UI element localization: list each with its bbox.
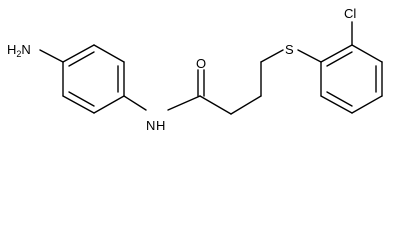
carbonyl-oxygen-label: O [196, 56, 206, 71]
amine-label: H2N [7, 42, 31, 59]
bond [62, 95, 95, 114]
amine-bond [39, 49, 64, 63]
amine-subscript: 2 [16, 49, 21, 59]
amide-hydrogen-label: H [156, 118, 165, 133]
aryl-amide-bond [123, 95, 147, 111]
sulfur-label: S [285, 42, 294, 57]
bond [351, 95, 383, 114]
chlorophenyl-ring [320, 44, 383, 114]
amine-n: N [21, 42, 30, 57]
sulfur-aryl-bond [297, 49, 322, 63]
bond [93, 44, 125, 63]
bond [320, 44, 353, 63]
bond [351, 44, 383, 63]
double-bond-inner [326, 51, 353, 67]
chlorine-label: Cl [344, 6, 356, 21]
amide-n-carbonyl-bond [167, 95, 201, 111]
amide-nitrogen-label: N [146, 118, 155, 133]
bond [62, 44, 95, 63]
chain-bond [199, 95, 232, 115]
double-bond-inner [68, 51, 95, 67]
double-bond-inner [326, 91, 353, 107]
chain-sulfur-bond [260, 49, 284, 63]
amine-h: H [7, 42, 16, 57]
bond [93, 95, 125, 114]
double-bond-inner [68, 91, 95, 107]
chain-bond [230, 95, 262, 115]
chemical-structure-diagram: H2N N H O S Cl [7, 6, 383, 133]
aminophenyl-ring [62, 44, 125, 114]
bond [320, 95, 353, 114]
